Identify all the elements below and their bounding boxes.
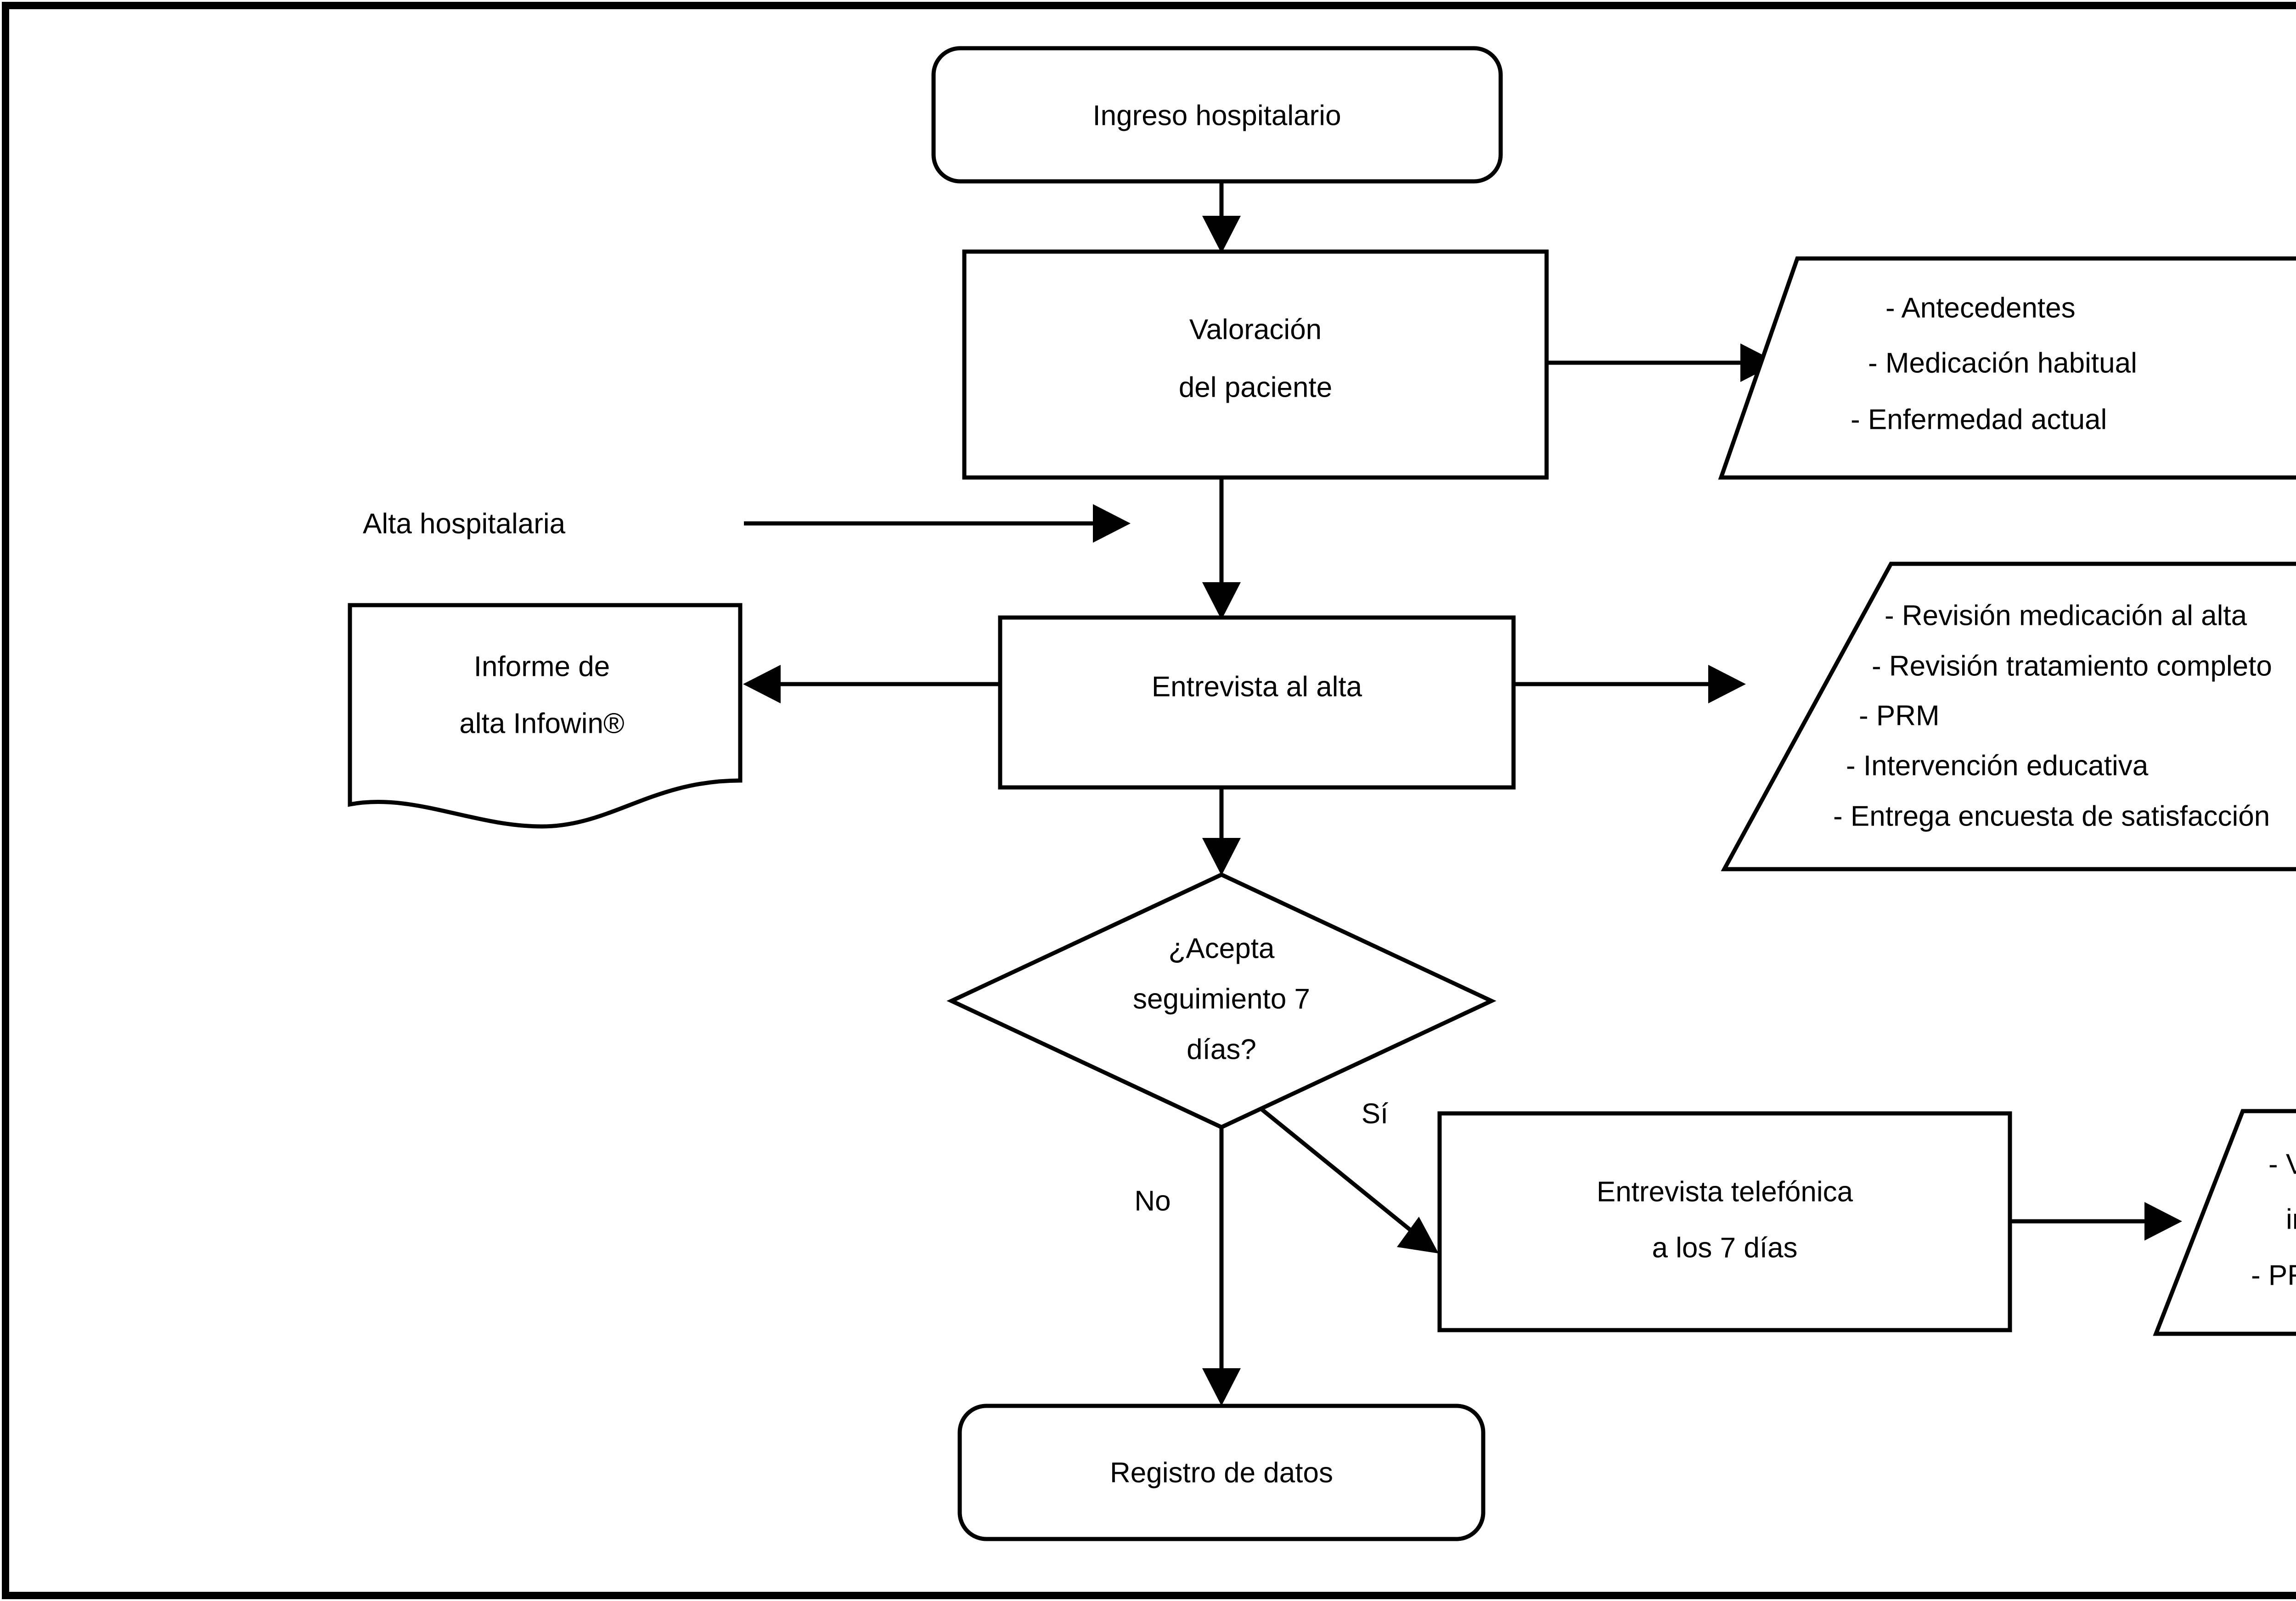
connector-decision-no [1202, 1127, 1241, 1406]
report-node-label-line1: Informe de [474, 651, 610, 682]
data-block-assessment[interactable]: - Antecedentes - Medicación habitual - E… [1718, 256, 2296, 480]
end-node-label: Registro de datos [1110, 1457, 1333, 1489]
assessment-node-shape [962, 249, 1549, 480]
interview-node-shape [998, 615, 1516, 790]
followup-data-item-2: - PRM [2251, 1259, 2296, 1291]
interview-data-shape [1721, 562, 2296, 871]
assessment-node-label-line2: del paciente [1179, 371, 1332, 403]
assessment-data-shape [1718, 256, 2296, 480]
followup-data-item-0: - Valoración de la [2268, 1148, 2296, 1180]
node-registro-de-datos[interactable]: Registro de datos [957, 1404, 1486, 1541]
connector-hospital-discharge [744, 504, 1131, 543]
connector-start-to-assessment [1202, 181, 1241, 253]
data-block-interview[interactable]: - Revisión medicación al alta - Revisión… [1721, 562, 2296, 871]
node-ingreso-hospitalario[interactable]: Ingreso hospitalario [931, 46, 1503, 184]
phone-node-label-line2: a los 7 días [1652, 1232, 1797, 1264]
node-decision-acepta-seguimiento[interactable]: ¿Acepta seguimiento 7 días? [946, 872, 1497, 1129]
decision-node-shape [946, 872, 1497, 1129]
interview-data-item-4: - Entrega encuesta de satisfacción [1833, 800, 2270, 832]
assessment-data-item-2: - Enfermedad actual [1851, 404, 2107, 435]
edge-label-yes: Sí [1362, 1098, 1389, 1129]
decision-node-label-line1: ¿Acepta [1169, 933, 1275, 964]
node-entrevista-telefonica[interactable]: Entrevista telefónica a los 7 días [1437, 1111, 2012, 1332]
connector-phone-to-data [2009, 1202, 2182, 1241]
connector-interview-to-decision [1202, 786, 1241, 876]
interview-node-label: Entrevista al alta [1152, 671, 1362, 702]
node-informe-alta-infowin[interactable]: Informe de alta Infowin® [348, 603, 743, 829]
edge-label-alta-hospitalaria: Alta hospitalaria [363, 508, 566, 539]
phone-node-shape [1437, 1111, 2012, 1332]
connector-decision-yes [1257, 1105, 1439, 1253]
connector-assessment-to-interview [1202, 477, 1241, 620]
end-node-shape [957, 1404, 1486, 1541]
decision-node-label-line2: seguimiento 7 [1133, 983, 1310, 1015]
connector-interview-to-report [743, 665, 1001, 703]
connector-assessment-to-data [1547, 343, 1778, 382]
followup-data-shape [2153, 1109, 2296, 1336]
data-block-followup[interactable]: - Valoración de la intervención al alta … [2153, 1109, 2296, 1336]
interview-data-item-1: - Revisión tratamiento completo [1872, 650, 2272, 682]
start-node-shape [931, 46, 1503, 184]
node-valoracion-del-paciente[interactable]: Valoración del paciente [962, 249, 1549, 480]
assessment-data-item-1: - Medicación habitual [1868, 347, 2137, 379]
report-node-shape [348, 603, 743, 829]
connector-interview-to-data [1512, 665, 1746, 703]
node-entrevista-al-alta[interactable]: Entrevista al alta [998, 615, 1516, 790]
followup-data-item-1: intervención al alta [2286, 1203, 2296, 1235]
assessment-data-item-0: - Antecedentes [1885, 292, 2076, 324]
interview-data-item-0: - Revisión medicación al alta [1885, 600, 2247, 631]
interview-data-item-3: - Intervención educativa [1846, 750, 2149, 781]
assessment-node-label-line1: Valoración [1189, 314, 1322, 345]
edge-label-no: No [1134, 1185, 1171, 1217]
report-node-label-line2: alta Infowin® [459, 708, 624, 739]
decision-node-label-line3: días? [1187, 1034, 1256, 1065]
phone-node-label-line1: Entrevista telefónica [1597, 1176, 1853, 1208]
interview-data-item-2: - PRM [1859, 700, 1940, 731]
start-node-label: Ingreso hospitalario [1092, 100, 1341, 131]
